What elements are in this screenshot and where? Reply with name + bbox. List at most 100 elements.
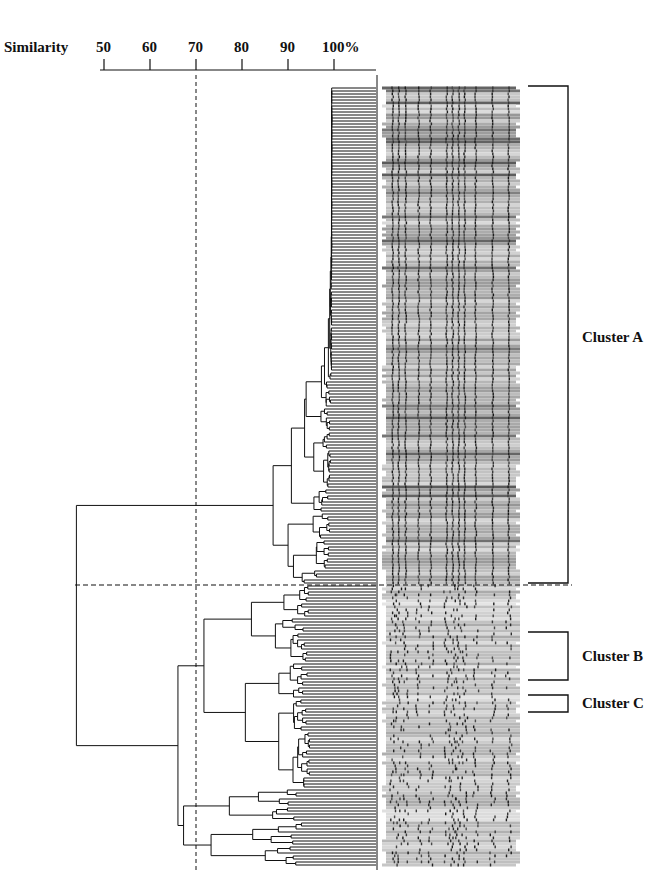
gel-band: [446, 426, 447, 429]
gel-band: [451, 339, 452, 342]
gel-band: [405, 366, 406, 369]
gel-band: [397, 432, 398, 435]
gel-band: [457, 255, 458, 258]
gel-band: [464, 354, 465, 357]
gel-band: [452, 237, 453, 240]
gel-band: [399, 378, 400, 381]
gel-band: [459, 504, 460, 507]
gel-band: [452, 495, 453, 498]
gel-lane: [386, 117, 520, 120]
gel-band: [419, 339, 420, 342]
gel-band: [447, 198, 448, 201]
gel-band: [446, 336, 447, 339]
gel-band: [398, 210, 399, 213]
gel-band: [507, 234, 508, 237]
gel-band: [475, 396, 476, 399]
gel-band: [431, 306, 432, 309]
gel-lane: [382, 222, 516, 225]
gel-band: [476, 114, 477, 117]
gel-band: [464, 435, 465, 438]
gel-lane: [386, 438, 520, 441]
gel-band: [446, 249, 447, 252]
gel-band: [452, 222, 453, 225]
gel-band: [392, 228, 393, 231]
gel-band: [406, 426, 407, 429]
gel-band: [459, 501, 460, 504]
gel-band: [492, 492, 493, 495]
gel-band: [507, 492, 508, 495]
gel-band: [492, 213, 493, 216]
gel-band: [392, 249, 393, 252]
gel-band: [393, 414, 394, 417]
gel-band: [508, 150, 509, 153]
gel-band: [391, 333, 392, 336]
gel-band: [458, 141, 459, 144]
gel-band: [430, 405, 431, 408]
gel-band: [452, 360, 453, 363]
gel-band: [476, 132, 477, 135]
gel-band: [391, 201, 392, 204]
gel-band: [452, 321, 453, 324]
gel-band: [457, 375, 458, 378]
gel-band: [405, 231, 406, 234]
gel-band: [418, 87, 419, 90]
gel-band: [492, 387, 493, 390]
gel-band: [508, 504, 509, 507]
gel-band: [493, 462, 494, 465]
gel-band: [509, 456, 510, 459]
gel-lane: [386, 420, 520, 423]
gel-band: [398, 357, 399, 360]
gel-band: [393, 468, 394, 471]
gel-band: [405, 387, 406, 390]
gel-band: [418, 405, 419, 408]
gel-band: [405, 219, 406, 222]
gel-lane: [386, 237, 520, 240]
gel-band: [465, 444, 466, 447]
gel-band: [446, 492, 447, 495]
gel-band: [492, 486, 493, 489]
gel-band: [458, 441, 459, 444]
gel-band: [405, 354, 406, 357]
gel-band: [452, 315, 453, 318]
gel-band: [458, 114, 459, 117]
gel-band: [464, 345, 465, 348]
gel-band: [452, 159, 453, 162]
gel-band: [419, 426, 420, 429]
gel-band: [452, 354, 453, 357]
gel-band: [405, 333, 406, 336]
gel-band: [464, 186, 465, 189]
gel-band: [458, 246, 459, 249]
gel-band: [452, 291, 453, 294]
gel-band: [447, 201, 448, 204]
gel-lane: [386, 111, 520, 114]
gel-band: [404, 225, 405, 228]
gel-band: [459, 207, 460, 210]
gel-band: [492, 129, 493, 132]
gel-band: [464, 315, 465, 318]
gel-band: [392, 525, 393, 528]
gel-band: [492, 168, 493, 171]
gel-band: [492, 417, 493, 420]
gel-band: [508, 138, 509, 141]
gel-band: [406, 429, 407, 432]
gel-band: [445, 168, 446, 171]
gel-band: [430, 279, 431, 282]
gel-band: [393, 192, 394, 195]
gel-band: [392, 315, 393, 318]
gel-band: [447, 135, 448, 138]
gel-band: [398, 222, 399, 225]
gel-lane: [382, 399, 516, 402]
gel-band: [474, 510, 475, 513]
gel-band: [419, 255, 420, 258]
gel-band: [431, 150, 432, 153]
gel-band: [398, 348, 399, 351]
gel-band: [464, 243, 465, 246]
gel-lane: [386, 426, 520, 429]
gel-band: [399, 285, 400, 288]
gel-band: [464, 216, 465, 219]
gel-band: [429, 204, 430, 207]
gel-band: [459, 123, 460, 126]
gel-band: [458, 318, 459, 321]
gel-band: [393, 492, 394, 495]
gel-band: [459, 225, 460, 228]
